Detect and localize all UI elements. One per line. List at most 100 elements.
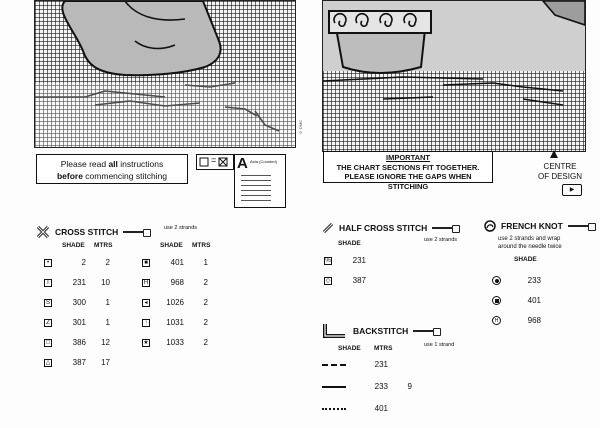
stitch-symbol-icon: H — [142, 278, 150, 287]
aida-label: Aida (Counted) — [250, 159, 277, 164]
stitch-symbol-icon: Z — [44, 318, 52, 327]
shade-number: 231 — [374, 360, 388, 369]
cross-stitch-strands: use 2 strands — [164, 225, 198, 231]
shade-number: 1033 — [166, 338, 184, 347]
metres-value: 1 — [203, 258, 208, 267]
shade-number: 386 — [72, 338, 86, 347]
metres-value: 10 — [101, 278, 110, 287]
legend-row: 231 — [322, 360, 412, 369]
metres-value: 9 — [407, 382, 412, 391]
note-text: Please read — [60, 159, 109, 169]
stitch-symbol-icon: % — [324, 256, 332, 265]
metres-value: 2 — [203, 318, 208, 327]
legend-row: 401 — [322, 404, 412, 413]
cross-shade-header: SHADE — [62, 242, 85, 249]
french-knot-note: use 2 strands and wrap around the needle… — [498, 236, 562, 251]
cross-stitch-title: CROSS STITCH — [36, 225, 152, 239]
metres-value: 2 — [105, 258, 110, 267]
stitch-symbol-icon: ◂ — [142, 298, 150, 307]
stitch-symbol-icon: □ — [44, 338, 52, 347]
backstitch-mtrs-header: MTRS — [374, 345, 393, 352]
french-knot-title-text: FRENCH KNOT — [501, 221, 563, 231]
stitch-symbol-icon: T — [44, 278, 52, 287]
french-knot-icon — [484, 220, 496, 232]
legend-row: 233 9 — [322, 382, 412, 391]
centre-line-1: CENTRE — [543, 162, 577, 171]
legend-row: T 231 10 — [44, 278, 110, 287]
legend-row: ◇387 — [324, 276, 366, 285]
shade-number: 1031 — [166, 318, 184, 327]
backstitch-title: BACKSTITCH — [322, 322, 442, 340]
note-text: commencing stitching — [82, 171, 168, 181]
shade-number: 968 — [527, 316, 541, 325]
chart-section-left — [34, 0, 296, 148]
needle-icon — [413, 326, 442, 336]
centre-line-2: OF DESIGN — [537, 172, 582, 181]
metres-value: 2 — [203, 278, 208, 287]
chart-right-pattern — [323, 1, 585, 106]
half-cross-title-text: HALF CROSS STITCH — [339, 223, 428, 233]
stitch-symbol-icon: ■ — [142, 258, 150, 267]
metres-value: 2 — [203, 338, 208, 347]
metres-value: 12 — [101, 338, 110, 347]
centre-arrow-icon: ▶ — [562, 184, 582, 196]
legend-row: S 300 1 — [44, 298, 110, 307]
legend-row: ★ 1033 2 — [142, 338, 208, 347]
french-knot-note-2: around the needle twice — [498, 243, 562, 250]
vertical-credit: © DMC — [298, 120, 303, 136]
backstitch-line-sample — [322, 363, 346, 366]
shade-number: 231 — [72, 278, 86, 287]
stitch-symbol-icon: △ — [44, 358, 52, 367]
legend-row: %231 — [324, 256, 366, 265]
legend-row: 401 — [492, 296, 541, 305]
cross-mtrs-header: MTRS — [94, 242, 113, 249]
stitch-symbol-icon: ↑ — [142, 318, 150, 327]
stitch-symbol-icon: ★ — [142, 338, 150, 347]
chart-section-right — [322, 0, 586, 152]
shade-number: 401 — [374, 404, 388, 413]
metres-value: 1 — [105, 298, 110, 307]
half-cross-title: HALF CROSS STITCH — [322, 222, 461, 234]
shade-number: 1026 — [166, 298, 184, 307]
important-line-1: THE CHART SECTIONS FIT TOGETHER. — [336, 162, 480, 172]
french-knot-symbol-icon — [492, 276, 501, 285]
backstitch-line-sample — [322, 407, 346, 410]
aida-fabric-card: A Aida (Counted) — [234, 154, 286, 208]
legend-row: H 968 2 — [142, 278, 208, 287]
half-cross-strands: use 2 strands — [424, 237, 458, 243]
shade-number: 401 — [170, 258, 184, 267]
legend-row: □ 386 12 — [44, 338, 110, 347]
needle-icon — [123, 227, 152, 237]
metres-value: 1 — [105, 318, 110, 327]
important-note: IMPORTANT THE CHART SECTIONS FIT TOGETHE… — [323, 151, 493, 191]
aida-letter: A — [237, 155, 248, 172]
needle-icon — [567, 221, 596, 231]
stitch-symbol-icon: S — [44, 298, 52, 307]
backstitch-line-sample — [322, 385, 346, 388]
stitch-key-icon: = — [196, 154, 234, 170]
half-cross-icon — [322, 222, 334, 234]
important-line-2: PLEASE IGNORE THE GAPS WHEN STITCHING — [344, 172, 472, 191]
needle-icon — [432, 223, 461, 233]
backstitch-icon — [323, 324, 345, 338]
instructions-note: Please read all instructions before comm… — [36, 154, 188, 184]
shade-number: 233 — [374, 382, 388, 391]
backstitch-strands: use 1 strand — [424, 342, 455, 348]
shade-number: 301 — [72, 318, 86, 327]
shade-number: 2 — [81, 258, 86, 267]
shade-number: 968 — [170, 278, 184, 287]
note-text: instructions — [117, 159, 164, 169]
legend-row: ◂ 1026 2 — [142, 298, 208, 307]
backstitch-shade-header: SHADE — [338, 345, 361, 352]
shade-number: 387 — [352, 276, 366, 285]
legend-row: ■ 401 1 — [142, 258, 208, 267]
cross-shade-header-2: SHADE — [160, 242, 183, 249]
legend-row: ↑ 1031 2 — [142, 318, 208, 327]
shade-number: 300 — [72, 298, 86, 307]
cross-stitch-icon — [36, 225, 50, 239]
metres-value: 2 — [203, 298, 208, 307]
important-title: IMPORTANT — [385, 153, 431, 162]
